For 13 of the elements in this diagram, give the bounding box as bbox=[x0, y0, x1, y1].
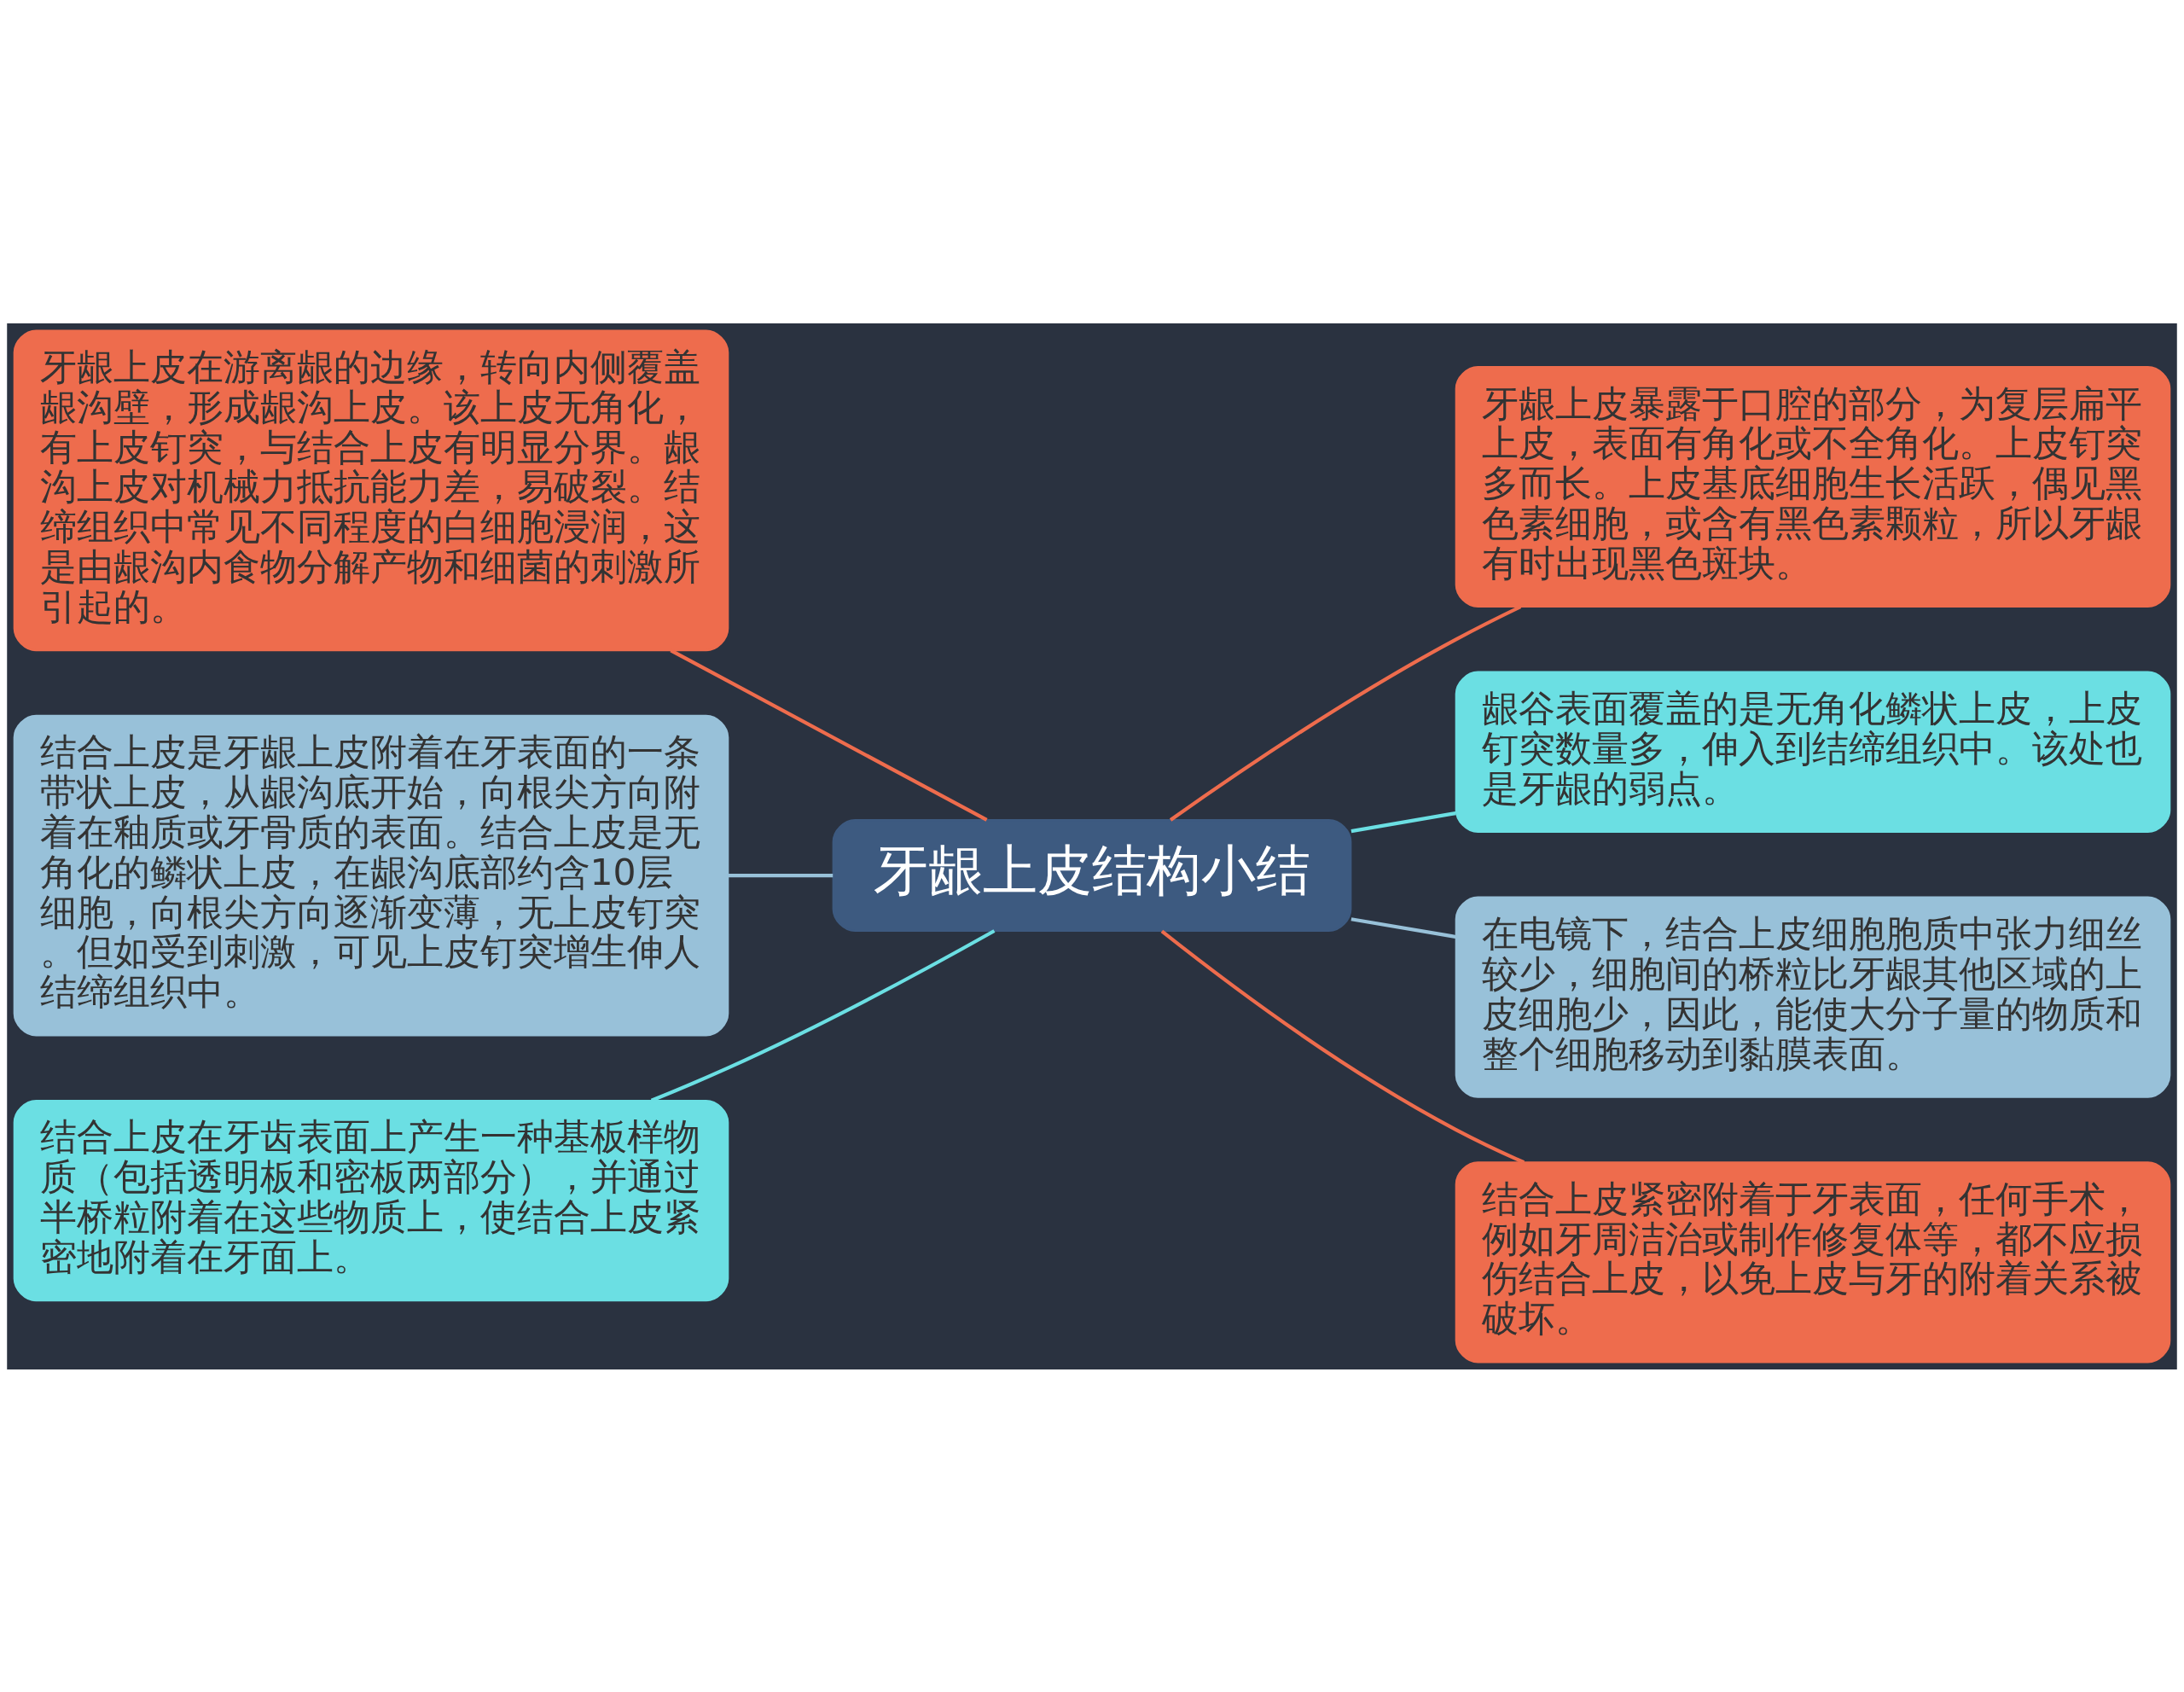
connector bbox=[728, 873, 834, 877]
node-box: 结合上皮在牙齿表面上产生一种基板样物质（包括透明板和密板两部分），并通过半桥粒附着在这些物质上，使结合上皮紧密地附着在牙面上。 bbox=[13, 1099, 729, 1301]
connector bbox=[650, 928, 996, 1102]
connector bbox=[1160, 929, 1525, 1164]
node-box: 龈谷表面覆盖的是无角化鳞状上皮，上皮钉突数量多，伸入到结缔组织中。该处也是牙龈的弱点。 bbox=[1455, 671, 2171, 833]
connector bbox=[1350, 916, 1456, 939]
connector bbox=[1350, 811, 1456, 833]
node-box: 牙龈上皮结构小结 bbox=[832, 818, 1352, 932]
node-box: 结合上皮紧密附着于牙表面，任何手术，例如牙周洁治或制作修复体等，都不应损伤结合上皮，以免上皮与牙的附着关系被破坏。 bbox=[1455, 1160, 2171, 1363]
node-box: 牙龈上皮在游离龈的边缘，转向内侧覆盖龈沟壁，形成龈沟上皮。该上皮无角化，有上皮钉突，与结合上皮有明显分界。龈沟上皮对机械力抵抗能力差，易破裂。结缔组织中常见不同程度的白细胞浸润，这是由龈沟内食物分解产物和细菌的刺激所引起的。 bbox=[13, 329, 729, 651]
node-box: 牙龈上皮暴露于口腔的部分，为复层扁平上皮，表面有角化或不全角化。上皮钉突多而长。上皮基底细胞生长活跃，偶见黑色素细胞，或含有黑色素颗粒，所以牙龈有时出现黑色斑块。 bbox=[1455, 365, 2171, 608]
node-box: 在电镜下，结合上皮细胞胞质中张力细丝较少，细胞间的桥粒比牙龈其他区域的上皮细胞少，因此，能使大分子量的物质和整个细胞移动到黏膜表面。 bbox=[1455, 896, 2171, 1098]
node-box: 结合上皮是牙龈上皮附着在牙表面的一条带状上皮，从龈沟底开始，向根尖方向附着在釉质或牙骨质的表面。结合上皮是无角化的鳞状上皮，在龈沟底部约含10层细胞，向根尖方向逐渐变薄，无上皮钉突。但如受到刺激，可见上皮钉突增生伸人结缔组织中。 bbox=[13, 714, 729, 1036]
